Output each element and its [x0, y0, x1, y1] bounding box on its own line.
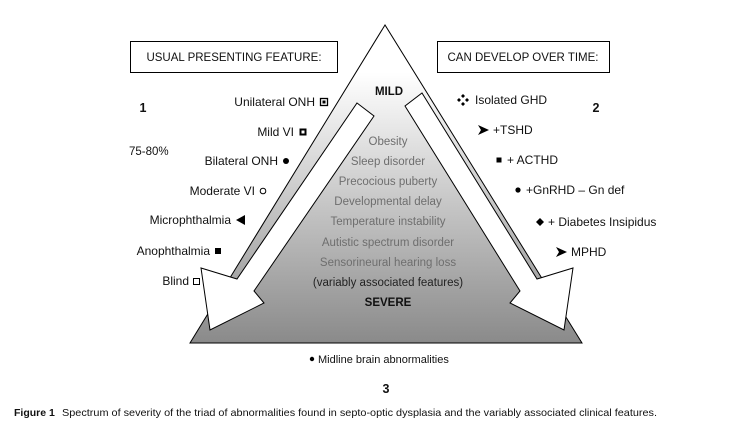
- develop-over-time-header-box: [437, 41, 610, 73]
- corner-label-2: 2: [593, 101, 600, 115]
- four-diamond-icon: [457, 94, 469, 106]
- presenting-feature-header-box: [130, 41, 338, 73]
- arrowhead-icon: [556, 247, 567, 257]
- figure-caption-text: Spectrum of severity of the triad of abn…: [62, 407, 657, 419]
- develop-over-time-header: CAN DEVELOP OVER TIME:: [437, 41, 610, 73]
- developing-features-list: Isolated GHD +TSHD + ACTHD +GnRHD – Gn d…: [457, 93, 656, 259]
- list-item: Mild VI: [257, 125, 307, 139]
- filled-square-icon: [215, 248, 221, 254]
- presenting-features-list: Unilateral ONH Mild VI Bilateral ONH Mod…: [137, 95, 329, 288]
- inverse-square-icon-hole: [301, 130, 305, 134]
- filled-diamond-icon: [536, 218, 544, 226]
- developing-feature-label: + Diabetes Insipidus: [548, 215, 656, 229]
- list-item: Microphthalmia: [150, 213, 245, 227]
- associated-feature: Autistic spectrum disorder: [322, 237, 454, 249]
- developing-feature-label: +TSHD: [493, 123, 533, 137]
- right-progression-arrow: [404, 92, 574, 331]
- corner-label-1: 1: [140, 101, 147, 115]
- mild-label: MILD: [375, 86, 403, 98]
- presenting-feature-label: Microphthalmia: [150, 213, 232, 227]
- list-item: Bilateral ONH: [205, 154, 289, 168]
- associated-features-list: Obesity Sleep disorder Precocious pubert…: [313, 136, 463, 289]
- open-circle-icon: [259, 187, 267, 195]
- list-item: + ACTHD: [496, 153, 558, 167]
- associated-feature: Temperature instability: [330, 216, 445, 228]
- developing-feature-label: + ACTHD: [507, 153, 558, 167]
- bullet-icon: [309, 356, 315, 362]
- list-item: Anophthalmia: [137, 244, 221, 258]
- inverse-square-icon: [299, 128, 307, 136]
- list-item: +TSHD: [478, 123, 533, 137]
- figure-caption: Figure 1 Spectrum of severity of the tri…: [14, 407, 657, 419]
- base-feature-label: Midline brain abnormalities: [318, 354, 449, 366]
- left-progression-arrow: [200, 102, 375, 331]
- list-item: +GnRHD – Gn def: [515, 183, 625, 197]
- presenting-feature-label: Bilateral ONH: [205, 154, 278, 168]
- associated-feature: Sensorineural hearing loss: [320, 257, 456, 269]
- square-with-dot-icon: [319, 97, 329, 107]
- developing-feature-label: MPHD: [571, 245, 607, 259]
- presenting-feature-header-text: USUAL PRESENTING FEATURE:: [146, 52, 321, 64]
- list-item: Blind: [162, 274, 200, 288]
- severe-label: SEVERE: [365, 297, 412, 309]
- developing-feature-label: +GnRHD – Gn def: [526, 183, 625, 197]
- associated-feature: Precocious puberty: [339, 176, 438, 188]
- presenting-feature-label: Blind: [162, 274, 189, 288]
- corner-label-3: 3: [383, 382, 390, 396]
- presenting-feature-label: Unilateral ONH: [234, 95, 315, 109]
- list-item: Unilateral ONH: [234, 95, 329, 109]
- figure-caption-label: Figure 1: [14, 407, 55, 419]
- presenting-feature-label: Anophthalmia: [137, 244, 211, 258]
- presenting-feature-label: Mild VI: [257, 125, 294, 139]
- list-item: MPHD: [556, 245, 607, 259]
- severity-triangle: [189, 24, 583, 344]
- base-feature: Midline brain abnormalities: [309, 354, 449, 366]
- list-item: Isolated GHD: [457, 93, 547, 107]
- square-with-dot-icon-dot: [322, 100, 326, 104]
- filled-circle-icon: [283, 158, 289, 164]
- list-item: Moderate VI: [190, 184, 267, 198]
- open-square-icon: [193, 278, 200, 285]
- associated-feature: Obesity: [369, 136, 408, 148]
- presenting-feature-label: Moderate VI: [190, 184, 255, 198]
- prevalence-label: 75-80%: [129, 146, 169, 158]
- list-item: + Diabetes Insipidus: [536, 215, 656, 229]
- left-triangle-icon: [236, 215, 245, 225]
- associated-note: (variably associated features): [313, 277, 463, 289]
- arrowhead-icon: [478, 125, 489, 135]
- filled-square-icon: [496, 157, 502, 163]
- developing-feature-label: Isolated GHD: [475, 93, 547, 107]
- associated-feature: Sleep disorder: [351, 156, 425, 168]
- filled-circle-icon: [515, 187, 521, 193]
- presenting-feature-header: USUAL PRESENTING FEATURE:: [130, 41, 338, 73]
- develop-over-time-header-text: CAN DEVELOP OVER TIME:: [447, 52, 598, 64]
- associated-feature: Developmental delay: [334, 196, 442, 208]
